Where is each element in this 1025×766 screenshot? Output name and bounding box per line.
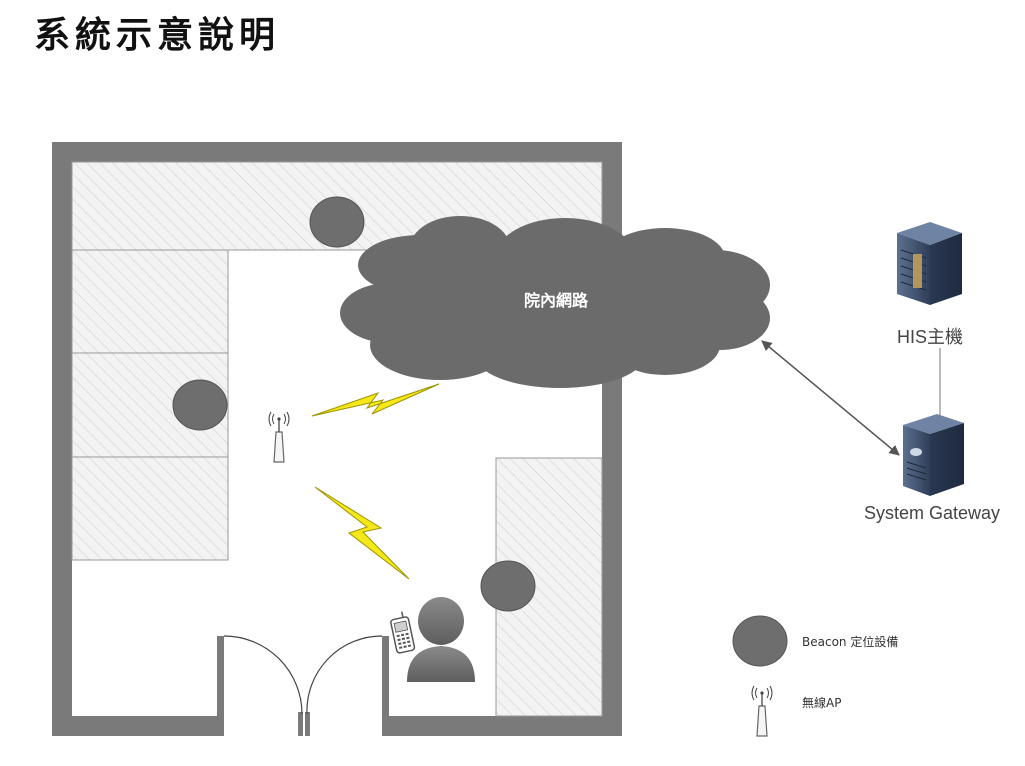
phone-icon: [390, 611, 416, 654]
door-post-left: [217, 636, 224, 736]
legend-beacon-label: Beacon 定位設備: [802, 634, 898, 649]
room-left-1: [71, 249, 229, 354]
door-swing-left: [223, 635, 303, 715]
his-server-icon: [897, 222, 962, 305]
door-post-right: [382, 636, 389, 736]
legend: Beacon 定位設備 無線AP: [732, 615, 898, 737]
legend-wireless-ap-icon: [751, 685, 773, 737]
user-with-phone-icon: [390, 597, 475, 682]
cloud-label: 院內網路: [524, 291, 589, 310]
network-cloud: 院內網路: [340, 216, 770, 388]
wireless-ap-icon: [268, 411, 290, 463]
page-title: 系統示意說明: [34, 14, 281, 56]
room-left-3: [71, 456, 229, 561]
gateway-label: System Gateway: [864, 503, 1000, 523]
beacons: [172, 196, 536, 612]
door-post-center-b: [305, 712, 310, 736]
legend-beacon-icon: [732, 615, 788, 667]
cloud-gateway-link: [761, 340, 900, 456]
lightning-bolt-phone: [314, 486, 410, 580]
beacon-circle: [172, 379, 228, 431]
his-label: HIS主機: [897, 327, 963, 347]
door-post-center-a: [298, 712, 303, 736]
lightning-bolt-cloud: [311, 383, 440, 417]
beacon-circle: [309, 196, 365, 248]
gateway-server-icon: [903, 414, 964, 496]
legend-ap-label: 無線AP: [802, 695, 841, 710]
beacon-circle: [480, 560, 536, 612]
door-swing-right: [306, 635, 383, 715]
doorway-gap: [221, 716, 386, 736]
